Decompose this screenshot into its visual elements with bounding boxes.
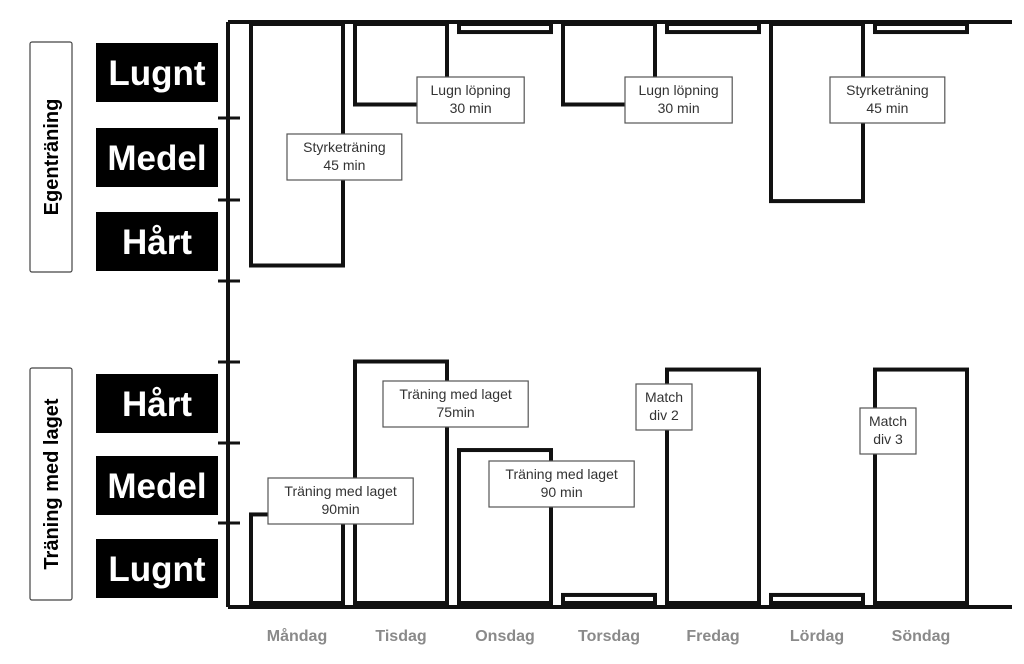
group-box [29, 41, 73, 273]
day-label-fredag: Fredag [686, 628, 739, 645]
level-text: Hårt [122, 223, 192, 262]
day-label-torsdag: Torsdag [578, 628, 640, 645]
level-label-traning-med-laget-hart: Hårt [96, 374, 218, 433]
annotation-traning-med-laget-2: Träning med laget 90 min [488, 460, 635, 508]
group-text: Egenträning [41, 99, 63, 216]
annotation-line: 75min [437, 404, 475, 420]
annotation-line: Träning med laget [284, 483, 396, 499]
egen-bar-sondag [873, 22, 969, 35]
annotation-box [624, 76, 733, 124]
annotation-line: 90 min [541, 484, 583, 500]
annotation-box [829, 76, 946, 124]
annotation-line: div 2 [649, 407, 679, 423]
day-label-mandag: Måndag [267, 627, 327, 645]
annotation-line: 45 min [323, 157, 365, 173]
day-labels: Måndag Tisdag Onsdag Torsdag Fredag Lördag Sön… [267, 627, 951, 645]
annotation-line: Lugn löpning [431, 82, 511, 98]
level-text: Hårt [122, 385, 192, 424]
level-box [96, 539, 218, 598]
annotation-egentraning-2: Lugn löpning 30 min [624, 76, 733, 124]
annotation-line: div 3 [873, 431, 903, 447]
level-box [96, 374, 218, 433]
level-text: Medel [107, 139, 206, 178]
annotation-box [416, 76, 525, 124]
day-label-sondag: Söndag [892, 628, 951, 645]
annotation-box [382, 380, 529, 428]
level-box [96, 128, 218, 187]
annotation-line: Styrketräning [303, 139, 385, 155]
group-box [29, 367, 73, 601]
annotation-box [286, 133, 403, 181]
annotation-egentraning-0: Styrketräning 45 min [286, 133, 403, 181]
annotation-box [859, 407, 917, 455]
annotation-egentraning-3: Styrketräning 45 min [829, 76, 946, 124]
annotation-traning-med-laget-4: Match div 3 [859, 407, 917, 455]
lag-bar-lordag [769, 592, 865, 606]
annotation-line: 45 min [866, 100, 908, 116]
annotation-egentraning-1: Lugn löpning 30 min [416, 76, 525, 124]
egen-bar-fredag [665, 22, 761, 35]
day-label-tisdag: Tisdag [375, 628, 426, 645]
lag-bar-torsdag [561, 592, 657, 606]
level-label-egentraning-lugnt: Lugnt [96, 43, 218, 102]
annotation-traning-med-laget-3: Match div 2 [635, 383, 693, 431]
annotation-traning-med-laget-0: Träning med laget 90min [267, 477, 414, 525]
level-box [96, 43, 218, 102]
annotation-traning-med-laget-1: Träning med laget 75min [382, 380, 529, 428]
annotation-box [267, 477, 414, 525]
annotation-box [488, 460, 635, 508]
lag-bar-sondag [873, 367, 969, 605]
egen-bar-torsdag [561, 22, 657, 107]
annotation-box [635, 383, 693, 431]
annotation-line: Match [645, 389, 683, 405]
level-label-egentraning-medel: Medel [96, 128, 218, 187]
annotation-line: Lugn löpning [639, 82, 719, 98]
level-text: Medel [107, 467, 206, 506]
egen-bar-onsdag [457, 22, 553, 35]
level-text: Lugnt [108, 550, 206, 589]
level-label-egentraning-hart: Hårt [96, 212, 218, 271]
annotation-line: 90min [322, 501, 360, 517]
level-text: Lugnt [108, 54, 206, 93]
level-box [96, 212, 218, 271]
day-label-lordag: Lördag [790, 628, 844, 645]
day-label-onsdag: Onsdag [475, 628, 535, 645]
level-box [96, 456, 218, 515]
level-label-traning-med-laget-lugnt: Lugnt [96, 539, 218, 598]
annotation-line: 30 min [658, 100, 700, 116]
annotation-line: Match [869, 413, 907, 429]
lag-bar-mandag [249, 512, 345, 606]
group-text: Träning med laget [41, 398, 63, 569]
annotation-line: Träning med laget [399, 386, 511, 402]
annotation-line: Träning med laget [505, 466, 617, 482]
level-label-traning-med-laget-medel: Medel [96, 456, 218, 515]
group-label-egentraning: Egenträning [29, 41, 73, 273]
group-label-traning-med-laget: Träning med laget [29, 367, 73, 601]
annotation-line: 30 min [450, 100, 492, 116]
annotation-line: Styrketräning [846, 82, 928, 98]
